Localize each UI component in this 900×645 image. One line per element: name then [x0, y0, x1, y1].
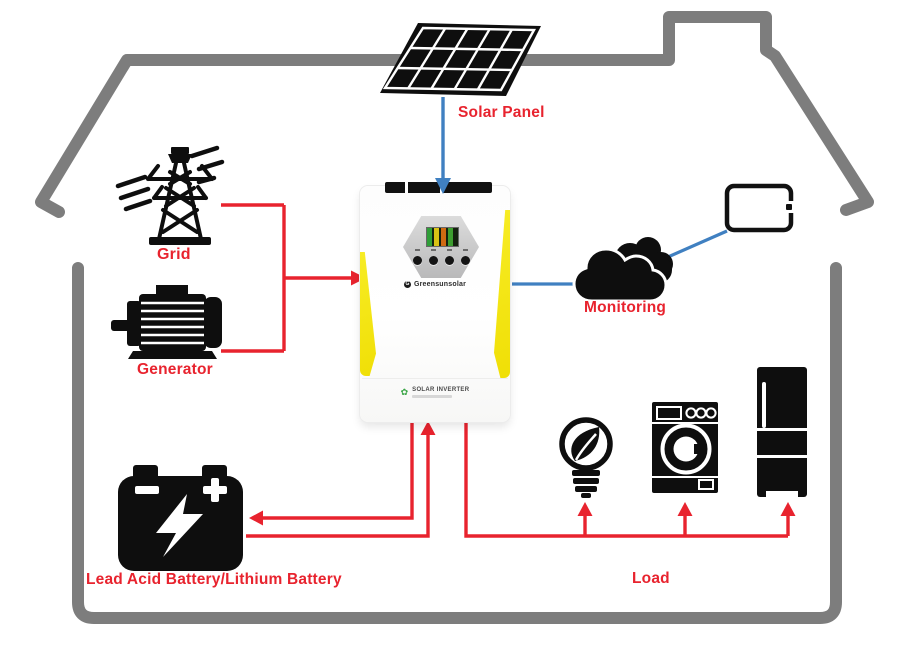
battery-plus-sign — [203, 478, 227, 502]
inverter-button — [412, 256, 422, 265]
battery-to-inverter-line — [246, 433, 430, 538]
battery-bolt — [156, 494, 203, 557]
monitoring-label: Monitoring — [584, 299, 667, 316]
leaf-logo-icon: ✿ — [400, 387, 409, 397]
house-roof — [35, 11, 874, 218]
generator-label: Generator — [137, 361, 213, 378]
inverter-logo-text: SOLAR INVERTER — [412, 387, 470, 393]
inverter-to-battery-line — [263, 420, 414, 520]
house-outline — [35, 11, 874, 624]
battery-icon — [118, 465, 243, 571]
solar-panel-icon — [380, 23, 541, 96]
vent-slit — [405, 182, 408, 193]
house-walls — [72, 262, 842, 624]
inverter: G Greensunsolar ✿ SOLAR INVERTER — [360, 182, 510, 422]
arrow-into-battery — [249, 510, 263, 526]
red-arrowheads — [249, 270, 796, 526]
arrow-into-inverter-left — [351, 270, 366, 286]
light-bulb-icon — [559, 417, 613, 498]
arrow-into-fridge — [780, 502, 796, 516]
arrow-into-washer — [677, 502, 693, 516]
inverter-yellow-accent-left — [360, 252, 376, 376]
inverter-control-panel — [403, 216, 479, 278]
vent-slit — [440, 182, 443, 193]
inverter-button — [428, 256, 438, 265]
monitoring-cloud-icon — [572, 237, 673, 303]
washer-knobs — [685, 407, 717, 419]
display-button — [786, 204, 792, 210]
washer-display — [656, 406, 682, 420]
inverter-button — [444, 256, 454, 265]
power-lines-red — [221, 203, 790, 538]
button-labels — [403, 249, 479, 251]
battery-minus-sign — [135, 486, 159, 494]
grid-tower-icon — [115, 145, 225, 245]
load-label: Load — [632, 570, 670, 587]
arrow-into-inverter-bottom — [420, 421, 436, 435]
washer-door — [660, 423, 712, 475]
inverter-brand-row: G Greensunsolar — [360, 281, 510, 288]
grid-label: Grid — [157, 246, 191, 263]
grid-spark-dashes — [115, 145, 225, 212]
brand-logo-icon: G — [403, 281, 411, 288]
inverter-panel-seam — [362, 378, 508, 379]
inverter-logo-subline — [412, 395, 453, 398]
generator-icon — [111, 285, 222, 359]
inverter-brand-text: Greensunsolar — [413, 281, 466, 288]
inverter-yellow-accent-right — [494, 210, 510, 378]
inverter-to-load-line — [464, 420, 788, 538]
inverter-bottom-logo: ✿ SOLAR INVERTER — [360, 387, 510, 398]
fridge-handle — [762, 382, 766, 428]
refrigerator-icon — [757, 367, 807, 497]
inverter-top-vent — [385, 182, 492, 193]
inverter-lcd-display — [426, 227, 459, 247]
solar-panel-label: Solar Panel — [458, 104, 545, 121]
monitor-display-icon — [724, 183, 794, 233]
battery-label: Lead Acid Battery/Lithium Battery — [86, 571, 342, 588]
inverter-button — [460, 256, 470, 265]
arrow-into-bulb — [577, 502, 593, 516]
washing-machine-icon — [652, 402, 718, 493]
